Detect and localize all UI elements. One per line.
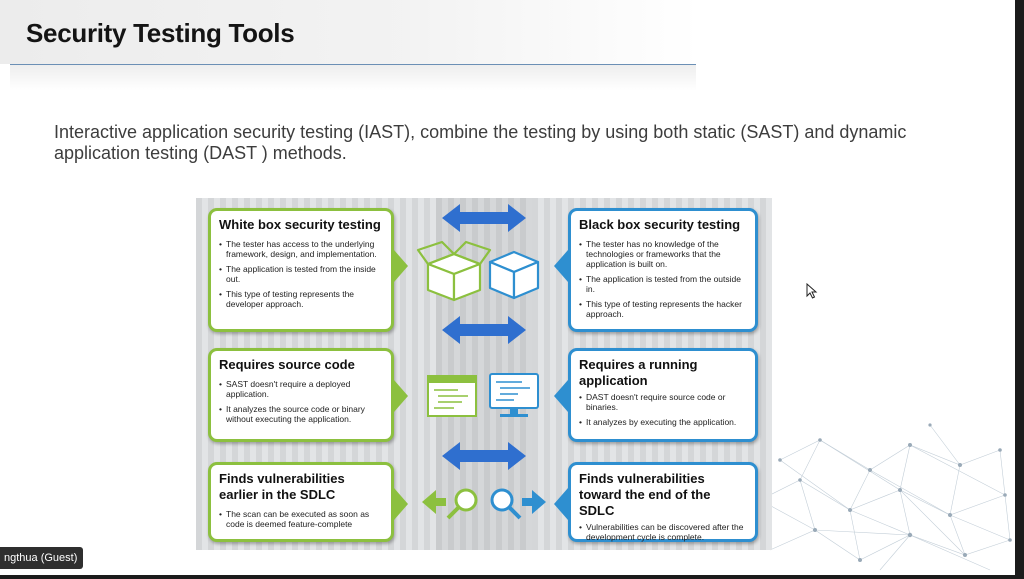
black-box-card: Black box security testing The tester ha… xyxy=(568,208,758,332)
title-divider xyxy=(10,64,696,65)
card-title: Finds vulnerabilities toward the end of … xyxy=(579,471,711,518)
card-bullet: This type of testing represents the deve… xyxy=(219,289,384,309)
late-sdlc-card: Finds vulnerabilities toward the end of … xyxy=(568,462,758,542)
card-title: Requires source code xyxy=(219,357,355,372)
card-bullet: This type of testing represents the hack… xyxy=(579,299,748,319)
monitor-icon xyxy=(489,373,539,417)
early-sdlc-card: Finds vulnerabilities earlier in the SDL… xyxy=(208,462,394,542)
card-bullet: The tester has access to the underlying … xyxy=(219,239,384,259)
slide-title: Security Testing Tools xyxy=(26,18,295,48)
card-bullet: DAST doesn't require source code or bina… xyxy=(579,392,748,412)
card-title: White box security testing xyxy=(219,217,381,232)
card-title: Requires a running application xyxy=(579,357,698,388)
card-bullet: SAST doesn't require a deployed applicat… xyxy=(219,379,384,399)
window-edge-bottom xyxy=(0,575,1024,579)
source-code-icon xyxy=(427,375,477,417)
card-bullet: It analyzes the source code or binary wi… xyxy=(219,404,384,424)
running-app-card: Requires a running application DAST does… xyxy=(568,348,758,442)
title-shadow xyxy=(10,65,696,91)
closed-box-icon xyxy=(488,250,540,300)
slide-body-text: Interactive application security testing… xyxy=(54,122,907,163)
card-bullet: The application is tested from the outsi… xyxy=(579,274,748,294)
iast-infographic: White box security testing The tester ha… xyxy=(196,198,772,550)
source-code-card: Requires source code SAST doesn't requir… xyxy=(208,348,394,442)
card-bullet: Vulnerabilities can be discovered after … xyxy=(579,522,748,542)
card-bullet: The tester has no knowledge of the techn… xyxy=(579,239,748,269)
white-box-card: White box security testing The tester ha… xyxy=(208,208,394,332)
double-arrow-icon xyxy=(442,204,526,470)
magnifier-left-icon xyxy=(422,488,478,520)
card-title: Finds vulnerabilities earlier in the SDL… xyxy=(219,471,345,502)
participant-name-label: ngthua (Guest) xyxy=(0,547,84,569)
magnifier-right-icon xyxy=(490,488,546,520)
card-bullet: The application is tested from the insid… xyxy=(219,264,384,284)
card-title: Black box security testing xyxy=(579,217,741,232)
open-box-icon xyxy=(416,240,492,302)
card-bullet: It analyzes by executing the application… xyxy=(579,417,748,427)
title-band xyxy=(0,0,700,64)
center-graphics xyxy=(394,204,568,520)
mouse-cursor-icon xyxy=(806,283,818,299)
card-bullet: The scan can be executed as soon as code… xyxy=(219,509,384,529)
window-edge-right xyxy=(1015,0,1024,579)
network-decoration xyxy=(760,423,1012,571)
